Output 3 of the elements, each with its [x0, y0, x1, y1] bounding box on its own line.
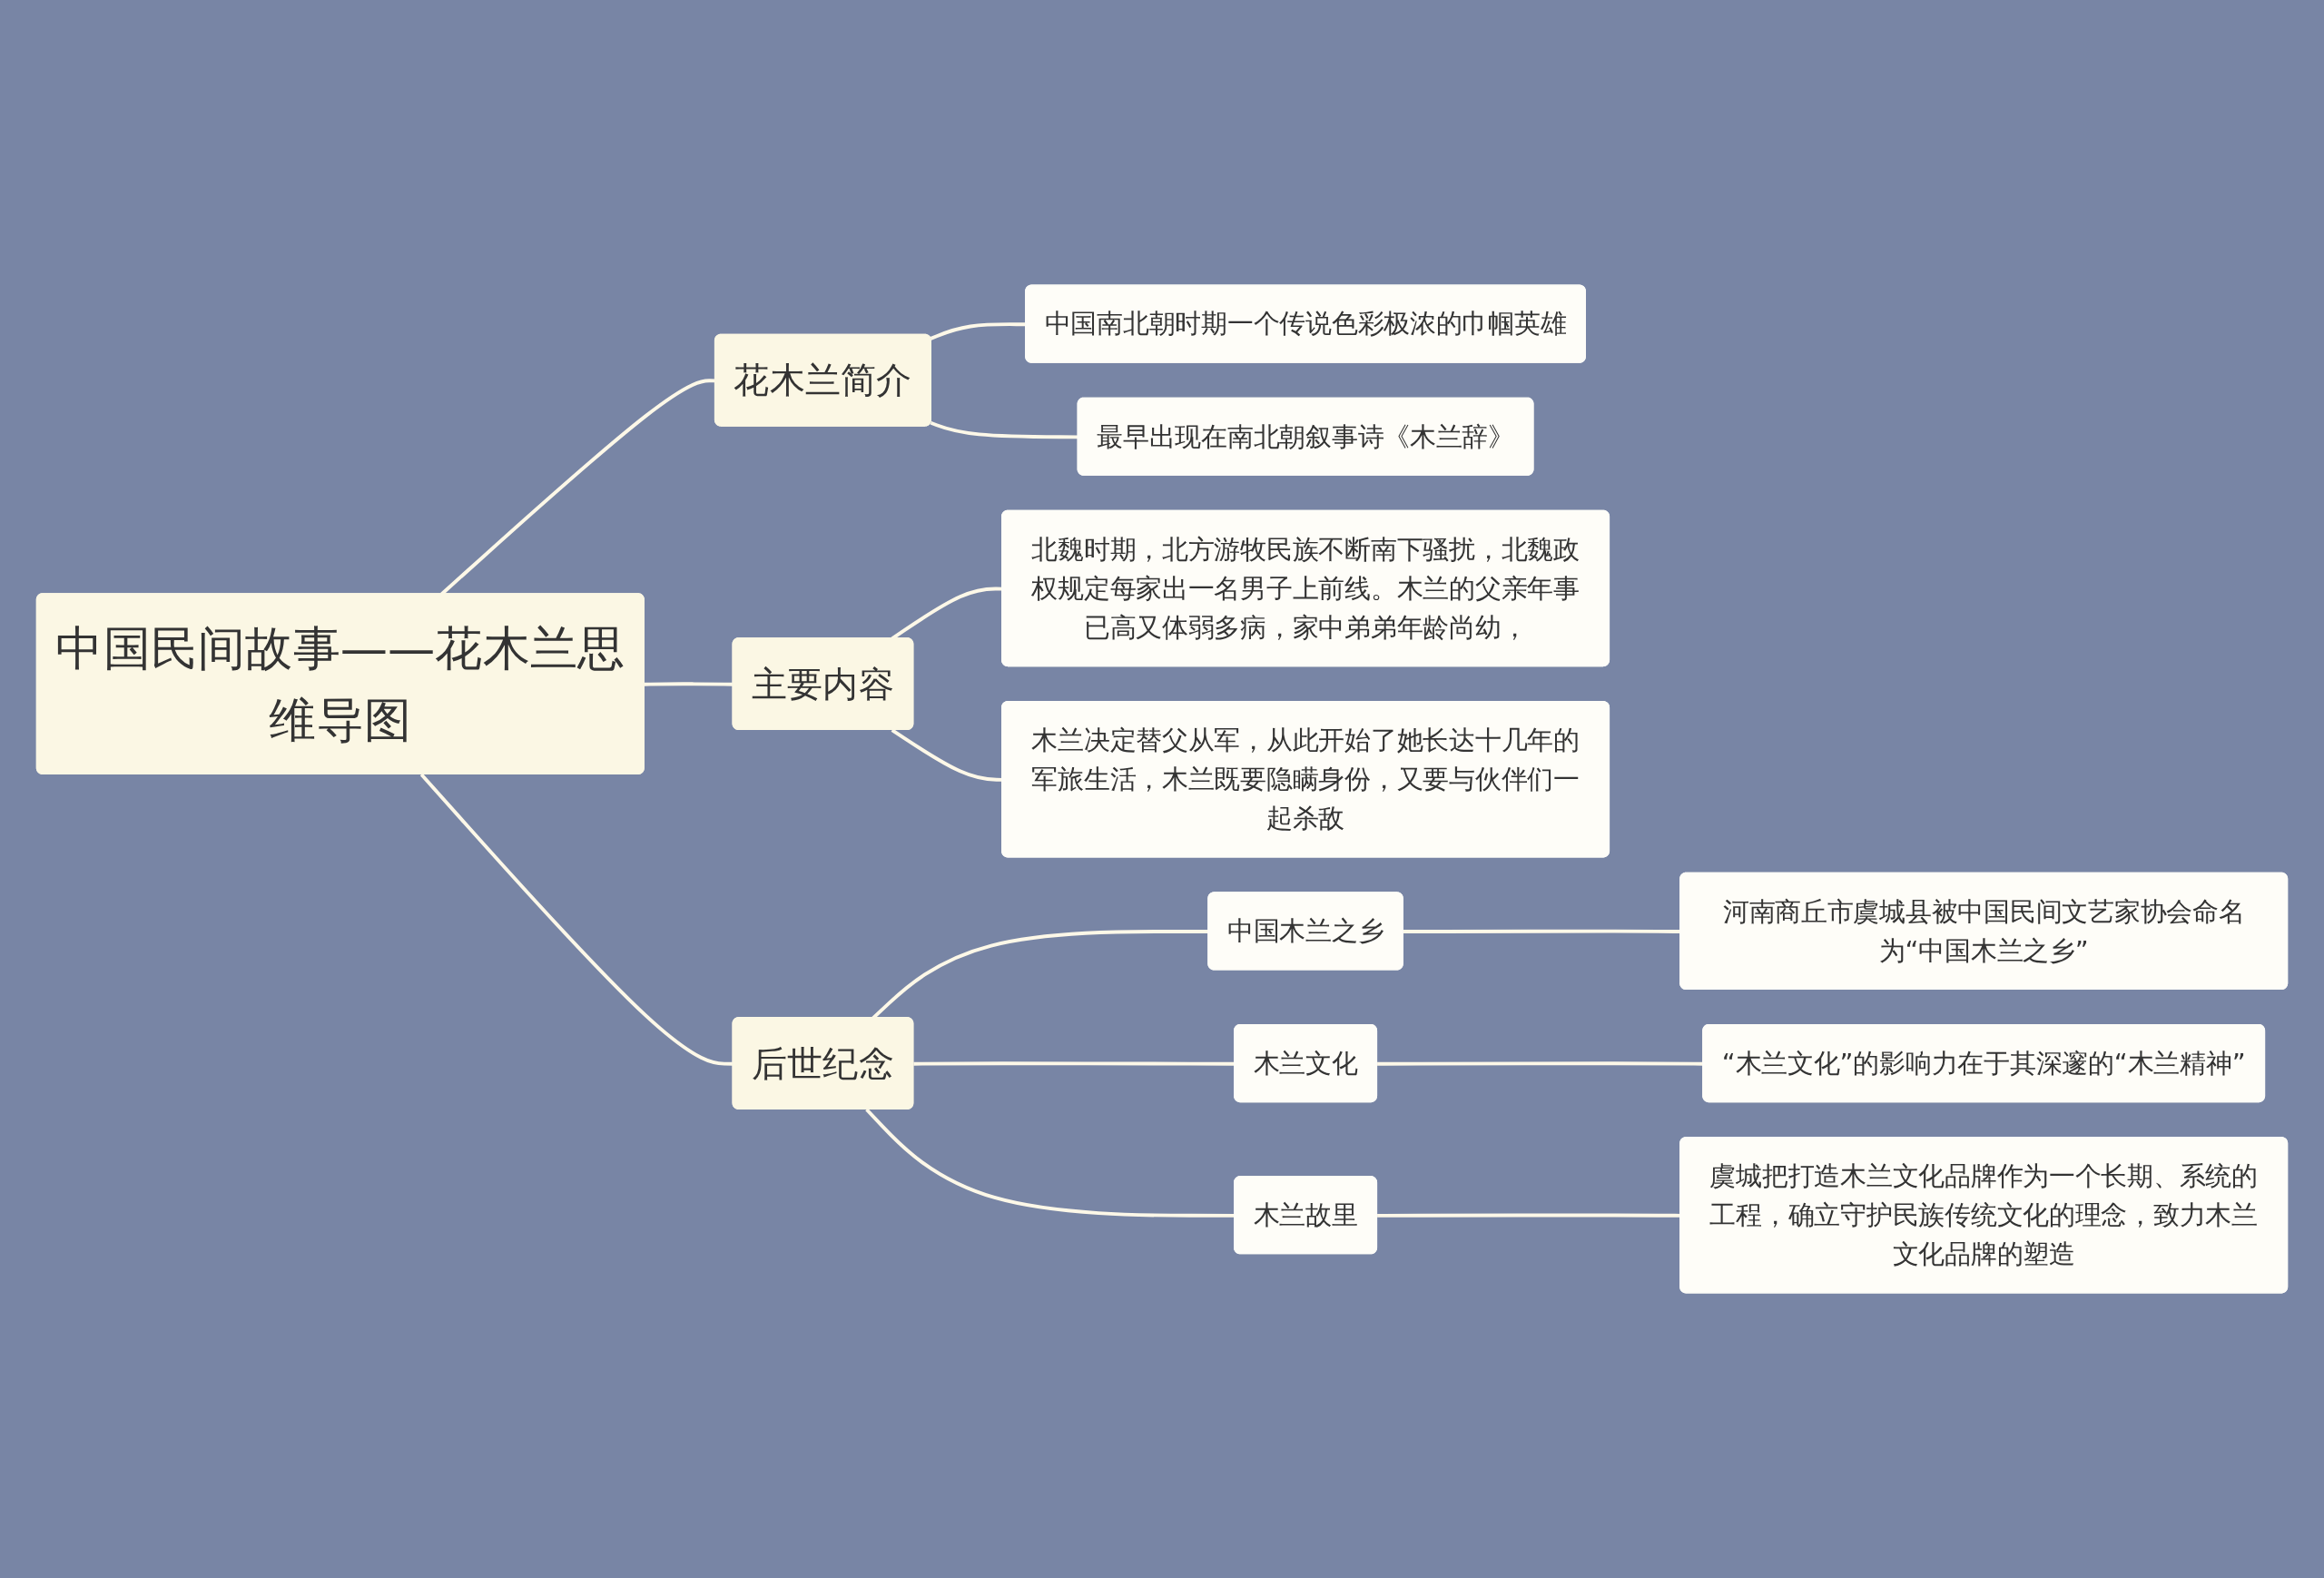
connector [644, 682, 734, 686]
connector [419, 773, 734, 1066]
connector [930, 420, 1078, 439]
